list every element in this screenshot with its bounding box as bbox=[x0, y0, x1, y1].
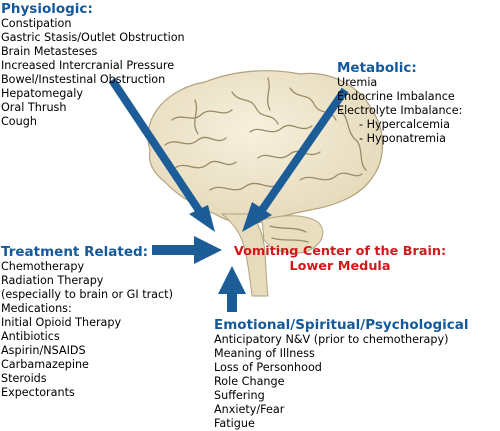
list-item: Suffering bbox=[214, 389, 265, 402]
list-item: Bowel/Instestinal Obstruction bbox=[1, 73, 166, 86]
list-item: Cough bbox=[1, 115, 37, 128]
brain-folds bbox=[164, 77, 367, 243]
list-item: Endocrine Imbalance bbox=[337, 90, 455, 103]
emotional-heading: Emotional/Spiritual/Psychological bbox=[214, 317, 469, 333]
list-item: Role Change bbox=[214, 375, 285, 388]
emotional-list: Anticipatory N&V (prior to chemotherapy)… bbox=[214, 333, 469, 431]
list-item: Hepatomegaly bbox=[1, 87, 83, 100]
list-item: Constipation bbox=[1, 17, 72, 30]
arrow-metabolic bbox=[242, 202, 272, 232]
list-item: (especially to brain or GI tract) bbox=[1, 288, 173, 301]
physiologic-heading: Physiologic: bbox=[1, 1, 93, 17]
list-item: Gastric Stasis/Outlet Obstruction bbox=[1, 31, 185, 44]
vomiting-center-line2: Lower Medula bbox=[289, 259, 391, 274]
arrow-physiologic bbox=[189, 205, 215, 232]
list-item: Radiation Therapy bbox=[1, 274, 104, 287]
list-item: Initial Opioid Therapy bbox=[1, 316, 122, 329]
list-item: Increased Intercranial Pressure bbox=[1, 59, 175, 72]
list-item: Brain Metasteses bbox=[1, 45, 98, 58]
arrows bbox=[108, 77, 349, 312]
vomiting-center-label: Vomiting Center of the Brain: Lower Medu… bbox=[200, 244, 480, 274]
brain-stem bbox=[220, 213, 269, 297]
list-item: Electrolyte Imbalance: bbox=[337, 104, 463, 117]
list-item: - Hypercalcemia bbox=[359, 118, 450, 131]
list-item: Aspirin/NSAIDS bbox=[1, 344, 86, 357]
list-item: Anxiety/Fear bbox=[214, 403, 285, 416]
list-item: Chemotherapy bbox=[1, 260, 85, 273]
vomiting-center-line1: Vomiting Center of the Brain: bbox=[233, 244, 447, 259]
list-item: Meaning of Illness bbox=[214, 347, 315, 360]
treatment-heading: Treatment Related: bbox=[1, 244, 149, 260]
list-item: Expectorants bbox=[1, 386, 75, 399]
list-item: Antibiotics bbox=[1, 330, 60, 343]
arrow-emotional bbox=[218, 266, 246, 294]
list-item: Steroids bbox=[1, 372, 47, 385]
list-item: Loss of Personhood bbox=[214, 361, 322, 374]
list-item: Oral Thrush bbox=[1, 101, 67, 114]
list-item: Anticipatory N&V (prior to chemotherapy) bbox=[214, 333, 449, 346]
list-item: Uremia bbox=[337, 76, 378, 89]
brain-cerebellum bbox=[261, 215, 324, 254]
arrow-treatment bbox=[194, 236, 222, 264]
metabolic-heading: Metabolic: bbox=[337, 60, 417, 76]
list-item: Carbamazepine bbox=[1, 358, 89, 371]
list-item: Fatigue bbox=[214, 417, 255, 430]
emotional-section: Emotional/Spiritual/Psychological Antici… bbox=[214, 317, 469, 431]
list-item: - Hyponatremia bbox=[359, 132, 447, 145]
list-item: Medications: bbox=[1, 302, 72, 315]
